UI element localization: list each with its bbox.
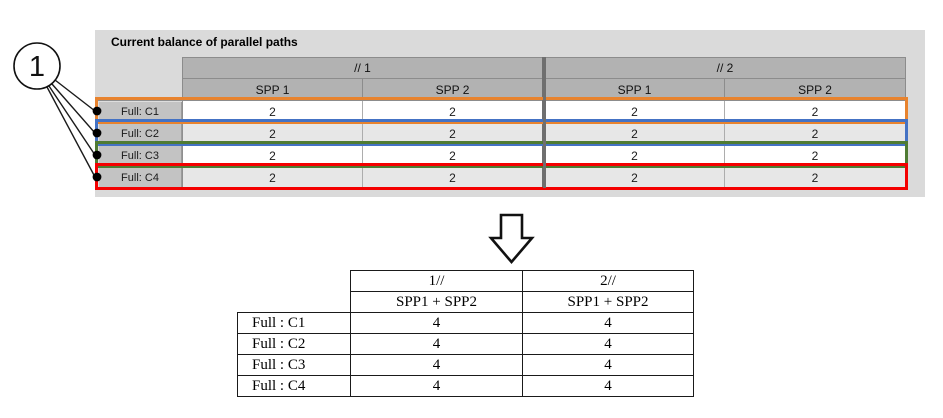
highlight-box-c4: [95, 163, 908, 190]
cell-value: 4: [350, 312, 523, 334]
result-row-c4: Full : C4 4 4: [237, 375, 694, 397]
cell-value: 4: [522, 333, 694, 355]
group-divider: [543, 57, 546, 188]
row-label: Full: C3: [97, 144, 183, 167]
leader-line-c1: [54, 79, 96, 112]
cell-value: 2: [182, 166, 363, 189]
result-row-c1: Full : C1 4 4: [237, 312, 694, 334]
leader-line-c3: [48, 85, 96, 156]
row-label: Full : C4: [237, 375, 351, 397]
panel-title: Current balance of parallel paths: [111, 35, 298, 49]
subheader-spp1-g1: SPP 1: [182, 78, 363, 101]
cell-value: 4: [522, 354, 694, 376]
leader-line-c4: [46, 86, 96, 178]
cell-value: 4: [350, 375, 523, 397]
result-subheader-2: SPP1 + SPP2: [522, 291, 694, 313]
summed-paths-table: 1// 2// SPP1 + SPP2 SPP1 + SPP2 Full : C…: [237, 270, 694, 397]
corner-spacer: [98, 58, 183, 79]
row-label: Full : C3: [237, 354, 351, 376]
cell-value: 2: [542, 166, 725, 189]
cell-value: 2: [362, 122, 544, 145]
callout-number: 1: [29, 51, 45, 83]
corner-spacer: [238, 292, 351, 313]
result-group-header-2: 2//: [522, 270, 694, 292]
cell-value: 2: [182, 144, 363, 167]
subheader-spp1-g2: SPP 1: [542, 78, 725, 101]
cell-value: 4: [522, 375, 694, 397]
cell-value: 2: [724, 100, 906, 123]
subheader-spp2-g2: SPP 2: [724, 78, 906, 101]
row-label: Full : C1: [237, 312, 351, 334]
result-row-c2: Full : C2 4 4: [237, 333, 694, 355]
row-label: Full : C2: [237, 333, 351, 355]
cell-value: 2: [542, 100, 725, 123]
result-row-c3: Full : C3 4 4: [237, 354, 694, 376]
corner-spacer: [238, 271, 351, 292]
result-subheader-1: SPP1 + SPP2: [350, 291, 523, 313]
group-header-2: // 2: [542, 57, 906, 79]
group-header-1: // 1: [182, 57, 544, 79]
callout-circle: [13, 42, 61, 90]
down-arrow-icon: [488, 213, 535, 265]
cell-value: 4: [350, 333, 523, 355]
cell-value: 4: [350, 354, 523, 376]
row-label: Full: C2: [97, 122, 183, 145]
parallel-paths-table: // 1 // 2 SPP 1 SPP 2 SPP 1 SPP 2 Full: …: [97, 57, 906, 189]
cell-value: 4: [522, 312, 694, 334]
result-group-header-1: 1//: [350, 270, 523, 292]
current-balance-panel: Current balance of parallel paths // 1 /…: [95, 30, 925, 197]
cell-value: 2: [362, 100, 544, 123]
cell-value: 2: [724, 144, 906, 167]
leader-line-c2: [51, 83, 96, 134]
table-row-c3: Full: C3 2 2 2 2: [97, 144, 906, 167]
cell-value: 2: [362, 166, 544, 189]
